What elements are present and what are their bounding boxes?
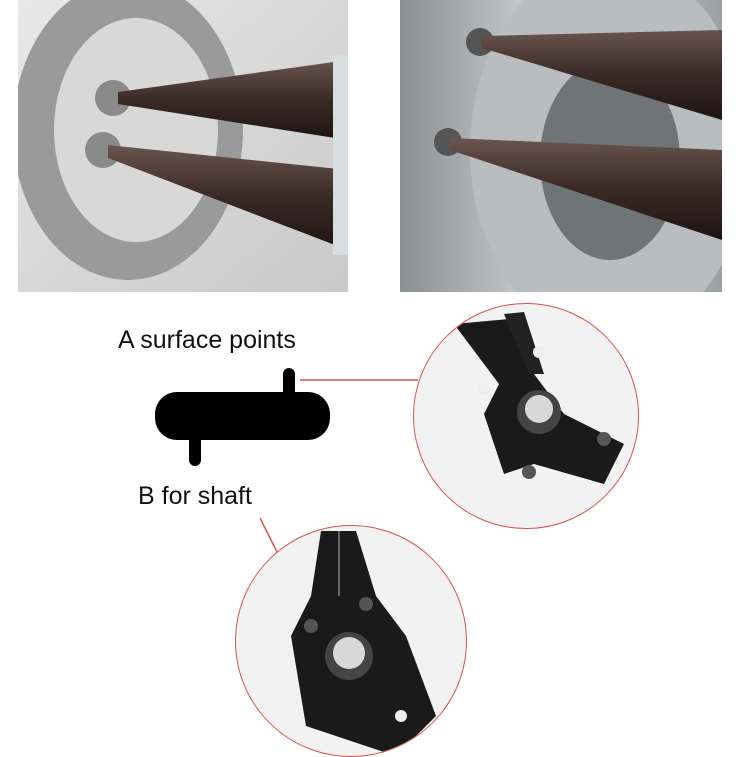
key-body [155, 392, 330, 440]
photo-bore-use [400, 0, 722, 292]
key-stem-a [283, 368, 295, 398]
detail-circle-a [413, 303, 639, 529]
key-stem-b [189, 432, 201, 466]
label-b-for-shaft: B for shaft [138, 482, 252, 510]
label-a-surface-points: A surface points [118, 326, 296, 354]
photo-internal-ring-use [18, 0, 348, 292]
detail-circle-b [235, 525, 467, 757]
